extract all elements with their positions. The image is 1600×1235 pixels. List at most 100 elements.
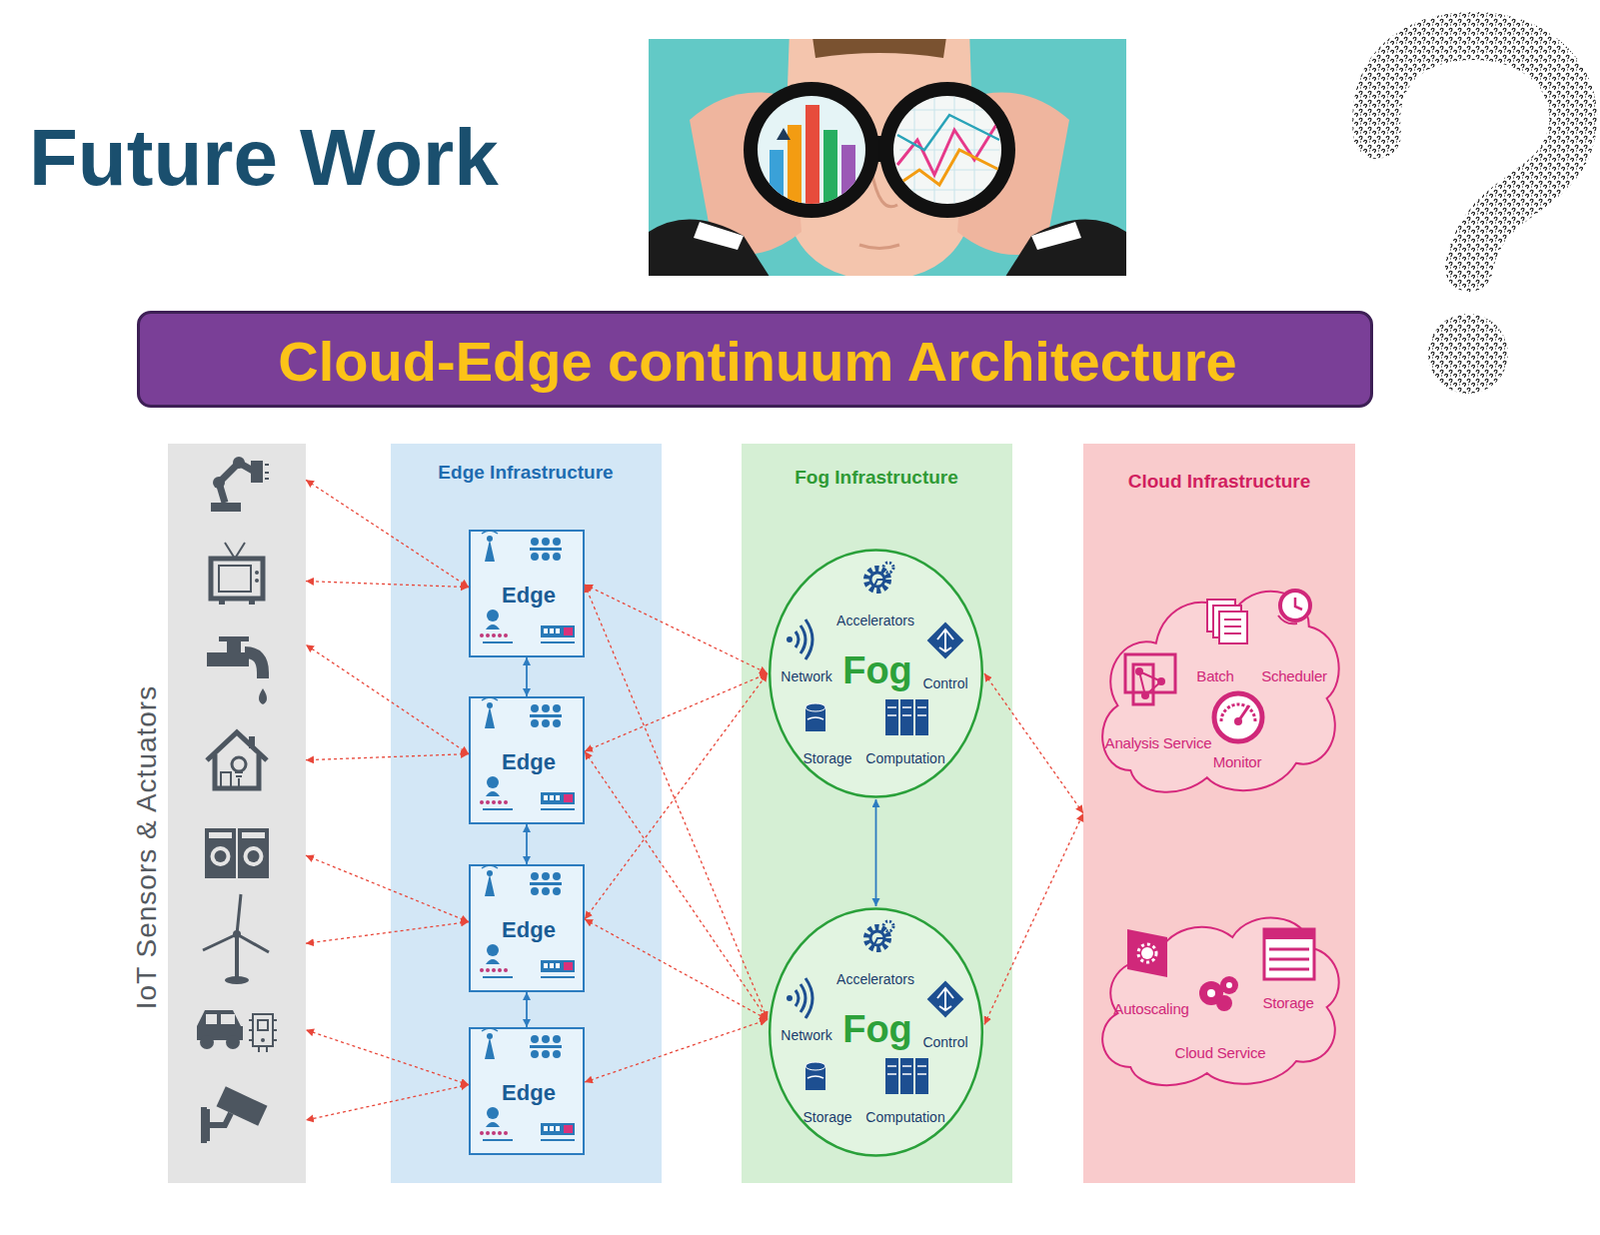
iot-device-icons <box>252 1014 273 1047</box>
iot-device-icons <box>257 1020 268 1031</box>
node-label: Storage <box>802 751 852 767</box>
node-label: Accelerators <box>836 972 915 988</box>
connector-arrow <box>525 824 528 865</box>
fog-node-circle: AcceleratorsNetworkFogControlStorageComp… <box>767 547 985 800</box>
cloud-outline <box>1092 566 1348 807</box>
iot-device-icons <box>232 456 245 469</box>
iot-device-icons <box>241 832 265 839</box>
node-label: Edge <box>501 583 556 608</box>
iot-device-icons <box>248 736 255 749</box>
cloud-service-icons <box>1278 615 1298 624</box>
edge-box-icons <box>479 1028 575 1142</box>
cloud-service-icons <box>1234 717 1243 726</box>
node-label: Control <box>922 1035 968 1051</box>
iot-device-icons <box>237 828 269 879</box>
binoculars-illustration <box>757 95 866 204</box>
connector-arrow <box>305 644 469 754</box>
iot-device-icons <box>206 732 267 789</box>
cloud-service-icons <box>1226 982 1233 989</box>
edge-box-icons <box>479 865 575 979</box>
binoculars-illustration <box>897 114 1000 150</box>
binoculars-illustration <box>769 84 856 210</box>
binoculars-illustration <box>897 94 1000 205</box>
iot-device-icons <box>216 1086 268 1126</box>
iot-device-icons <box>212 476 225 489</box>
cloud-service-icons <box>1125 590 1315 1012</box>
iot-device-icons <box>218 565 251 592</box>
binoculars-illustration <box>648 218 772 276</box>
cloud-service-icons <box>1125 654 1176 693</box>
node-label: Fog <box>842 650 913 693</box>
connector-arrow <box>305 1030 469 1086</box>
iot-device-icons <box>234 772 243 789</box>
connector-arrow <box>305 581 469 588</box>
binoculars-illustration <box>805 104 820 210</box>
connector-arrow <box>584 673 768 920</box>
binoculars-illustration <box>689 91 802 255</box>
iot-device-icons <box>226 638 241 653</box>
cloud-service-icons <box>1213 605 1242 638</box>
node-label: Edge Infrastructure <box>437 462 613 484</box>
connector-arrow <box>305 754 469 761</box>
node-label: Storage <box>802 1110 852 1126</box>
iot-device-icons <box>218 598 225 605</box>
connector-arrow <box>984 813 1084 1025</box>
node-label: Fog Infrastructure <box>794 467 959 489</box>
fog-icons <box>786 562 964 736</box>
node-label: Computation <box>865 1110 945 1126</box>
iot-device-icons <box>208 832 232 839</box>
iot-device-icons <box>205 1014 217 1025</box>
cloud-outline <box>1102 591 1340 793</box>
connector-arrow <box>305 1085 469 1122</box>
iot-device-icons <box>196 1010 243 1041</box>
fog-circle-outline <box>769 909 983 1157</box>
iot-device-icons <box>232 930 241 939</box>
connector-arrow <box>584 584 768 1020</box>
iot-device-icons <box>218 636 249 642</box>
node-label: Scheduler <box>1261 668 1328 686</box>
node-label: Storage <box>1262 995 1314 1013</box>
iot-device-icons <box>202 894 269 985</box>
fog-icons <box>786 921 964 1095</box>
infrastructure-band: Cloud InfrastructureBatchSchedulerAnalys… <box>1083 443 1356 1184</box>
question-mark-graphic <box>1376 35 1574 268</box>
iot-device-icons <box>250 460 263 483</box>
binoculars-illustration <box>859 244 900 249</box>
question-mark-graphic <box>1428 313 1509 394</box>
iot-device-icons <box>200 1107 207 1144</box>
binoculars-illustration <box>783 38 976 276</box>
node-label: IoT Sensors & Actuators <box>131 685 163 1010</box>
cloud-service-icons <box>1127 929 1168 978</box>
edge-box-icons <box>479 530 575 1142</box>
infrastructure-band: Edge InfrastructureEdgeEdgeEdgeEdge <box>390 443 662 1184</box>
iot-device-icons <box>264 464 269 479</box>
cloud-service-icons <box>1135 667 1144 676</box>
iot-device-icons <box>247 850 260 863</box>
cloud-service-icons <box>1207 599 1236 632</box>
iot-device-icons <box>218 462 253 503</box>
iot-device-icons <box>210 502 241 512</box>
infrastructure-band: Fog InfrastructureAcceleratorsNetworkFog… <box>741 443 1013 1184</box>
connector-arrow <box>875 799 878 907</box>
cloud-service-icons <box>1264 929 1315 940</box>
node-label: Autoscaling <box>1113 1001 1189 1019</box>
cloud-service-icons <box>1224 619 1242 634</box>
connector-arrow <box>584 673 768 752</box>
binoculars-illustration <box>957 91 1070 255</box>
binoculars-illustration <box>823 129 838 210</box>
iot-device-icons <box>248 1020 277 1053</box>
iot-device-icons <box>244 652 263 679</box>
iot-device-icons <box>254 578 259 583</box>
cloud-service-icons <box>1280 590 1311 621</box>
node-label: Cloud-Edge continuum Architecture <box>277 330 1237 393</box>
iot-device-icons <box>258 688 267 705</box>
iot-device-icons <box>220 772 231 789</box>
cloud-service-icons <box>1141 691 1150 700</box>
binoculars-illustration <box>743 81 880 218</box>
iot-device-icons <box>200 1086 267 1144</box>
iot-device-icons <box>206 732 267 789</box>
node-label: Computation <box>865 751 945 767</box>
cloud-service-icons <box>1221 704 1256 722</box>
binoculars-illustration <box>897 149 1000 185</box>
edge-box-icons <box>479 530 575 644</box>
